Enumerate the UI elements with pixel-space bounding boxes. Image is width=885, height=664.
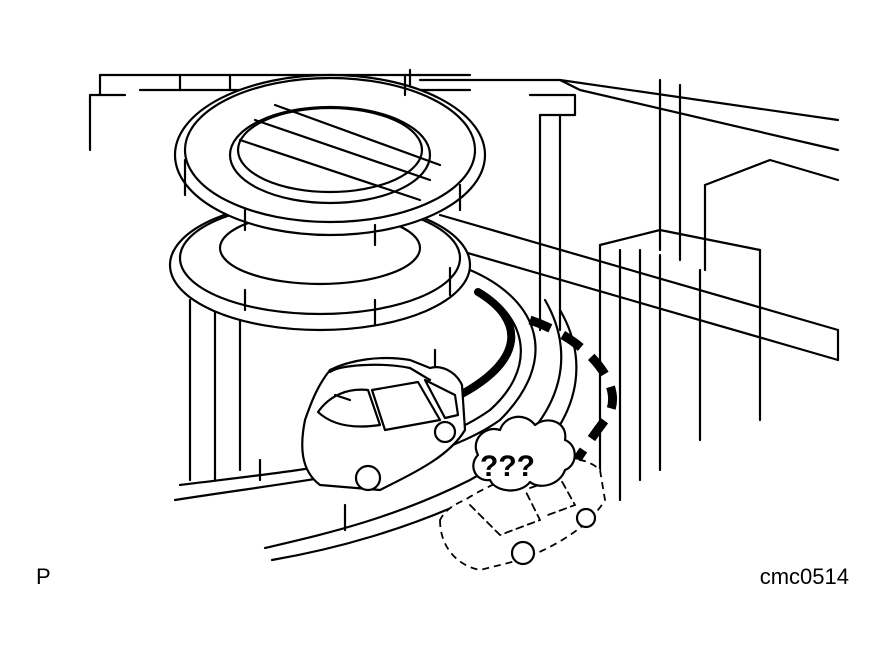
ramp-road: [173, 268, 578, 562]
car-ghost-dashed: [439, 458, 606, 571]
corner-label-left: P: [36, 564, 51, 589]
car-solid: [301, 356, 467, 492]
spiral-ramp-upper: [173, 73, 487, 247]
figure-code-label: cmc0514: [759, 564, 849, 589]
confusion-bubble: ???: [472, 415, 576, 492]
dashed-path: [528, 315, 617, 473]
bubble-question-marks: ???: [480, 450, 535, 483]
spiral-ramp-lower: [168, 198, 472, 332]
ramp-pillar: [188, 298, 242, 482]
